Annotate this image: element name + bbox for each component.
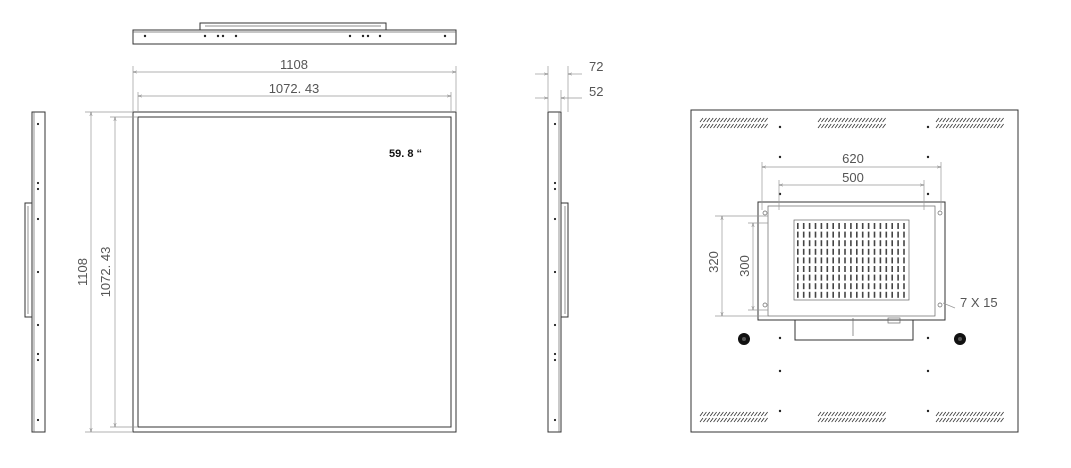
top-view [132, 22, 457, 45]
vesa-inner-height-label: 300 [737, 255, 752, 277]
vesa-height-dimensions: 320 300 [706, 215, 768, 317]
vesa-mount-plate [757, 201, 946, 341]
front-width-dimensions: 1108 1072. 43 [132, 57, 457, 112]
depth-total-label: 72 [589, 59, 603, 74]
top-view-mounting-holes [143, 34, 447, 38]
screw-spec-callout: 7 X 15 [942, 295, 998, 310]
rear-vent-slots [699, 117, 1004, 423]
inner-height-label: 1072. 43 [98, 247, 113, 298]
front-height-dimensions: 1108 1072. 43 [75, 111, 138, 433]
outer-height-label: 1108 [75, 258, 90, 286]
outer-width-label: 1108 [280, 57, 308, 72]
inner-width-label: 1072. 43 [269, 81, 320, 96]
screen-size-label: 59. 8 “ [389, 148, 422, 160]
vesa-inner-width-label: 500 [842, 170, 864, 185]
depth-body-label: 52 [589, 84, 603, 99]
vesa-width-dimensions: 620 500 [761, 151, 942, 210]
vesa-outer-width-label: 620 [842, 151, 864, 166]
left-side-view [24, 111, 46, 433]
ventilation-grille [797, 223, 905, 298]
vesa-outer-height-label: 320 [706, 251, 721, 273]
rear-mounting-holes [778, 125, 930, 413]
depth-dimensions: 72 52 [535, 59, 603, 112]
front-view: 59. 8 “ [132, 111, 457, 433]
right-side-view [547, 111, 569, 433]
screw-spec-label: 7 X 15 [960, 295, 998, 310]
rear-view: 620 500 320 300 7 X 15 [690, 109, 1019, 433]
